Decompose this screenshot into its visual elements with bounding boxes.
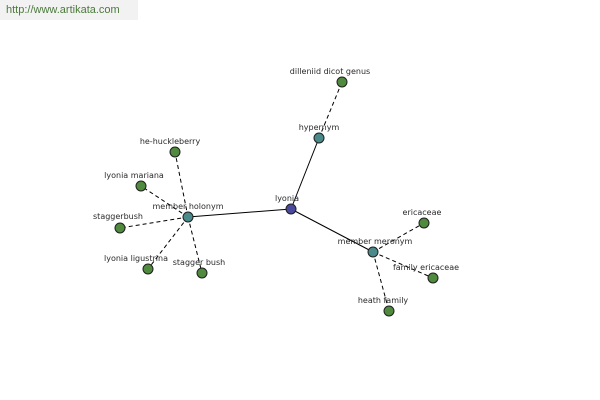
node-label-hypernym: hypernym	[299, 123, 340, 132]
node-circle-dilleniid[interactable]	[336, 76, 348, 88]
node-member-holonym[interactable]: member holonym	[152, 202, 224, 223]
node-circle-lyonia-ligustrina[interactable]	[142, 263, 154, 275]
node-circle-member-meronym[interactable]	[367, 246, 379, 258]
edge-lyonia-hypernym	[290, 137, 320, 210]
node-hypernym[interactable]: hypernym	[299, 123, 340, 144]
node-label-stagger-bush: stagger bush	[173, 258, 226, 267]
node-lyonia-mariana[interactable]: lyonia mariana	[104, 171, 164, 192]
nodes-layer: lyonia hypernym dilleniid dicot genus membe…	[93, 67, 459, 317]
node-dilleniid[interactable]: dilleniid dicot genus	[290, 67, 370, 88]
node-heath-family[interactable]: heath family	[358, 296, 409, 317]
node-label-staggerbush: staggerbush	[93, 212, 143, 221]
edge-member-holonym-lyonia-ligustrina	[147, 216, 189, 270]
node-circle-lyonia-mariana[interactable]	[135, 180, 147, 192]
node-label-lyonia: lyonia	[275, 194, 299, 203]
node-circle-staggerbush[interactable]	[114, 222, 126, 234]
source-url[interactable]: http://www.artikata.com	[0, 0, 138, 20]
edge-member-holonym-lyonia-mariana	[140, 185, 189, 218]
node-family-ericaceae[interactable]: family ericaceae	[393, 263, 459, 284]
edge-member-meronym-ericaceae	[372, 222, 425, 253]
node-circle-hypernym[interactable]	[313, 132, 325, 144]
node-circle-stagger-bush[interactable]	[196, 267, 208, 279]
node-label-family-ericaceae: family ericaceae	[393, 263, 459, 272]
edge-member-meronym-family-ericaceae	[372, 251, 434, 279]
node-circle-ericaceae[interactable]	[418, 217, 430, 229]
edge-member-holonym-stagger-bush	[187, 216, 203, 274]
node-label-member-meronym: member meronym	[338, 237, 413, 246]
node-label-dilleniid: dilleniid dicot genus	[290, 67, 370, 76]
node-circle-he-huckleberry[interactable]	[169, 146, 181, 158]
edge-member-meronym-heath-family	[372, 251, 390, 312]
node-lyonia-ligustrina[interactable]: lyonia ligustrina	[104, 254, 168, 275]
edge-hypernym-dilleniid	[318, 81, 343, 139]
node-stagger-bush[interactable]: stagger bush	[173, 258, 226, 279]
node-he-huckleberry[interactable]: he-huckleberry	[140, 137, 201, 158]
node-label-heath-family: heath family	[358, 296, 409, 305]
node-label-lyonia-mariana: lyonia mariana	[104, 171, 164, 180]
node-label-member-holonym: member holonym	[152, 202, 223, 211]
node-label-he-huckleberry: he-huckleberry	[140, 137, 201, 146]
node-staggerbush[interactable]: staggerbush	[93, 212, 143, 234]
edge-lyonia-member-holonym	[187, 208, 292, 218]
edge-lyonia-member-meronym	[290, 208, 374, 253]
edge-member-holonym-staggerbush	[119, 216, 189, 229]
node-circle-member-holonym[interactable]	[182, 211, 194, 223]
node-circle-heath-family[interactable]	[383, 305, 395, 317]
node-ericaceae[interactable]: ericaceae	[403, 208, 442, 229]
node-circle-lyonia[interactable]	[285, 203, 297, 215]
node-member-meronym[interactable]: member meronym	[338, 237, 413, 258]
node-label-ericaceae: ericaceae	[403, 208, 442, 217]
node-circle-family-ericaceae[interactable]	[427, 272, 439, 284]
node-label-lyonia-ligustrina: lyonia ligustrina	[104, 254, 168, 263]
edges-layer	[119, 81, 434, 312]
node-lyonia[interactable]: lyonia	[275, 194, 299, 215]
